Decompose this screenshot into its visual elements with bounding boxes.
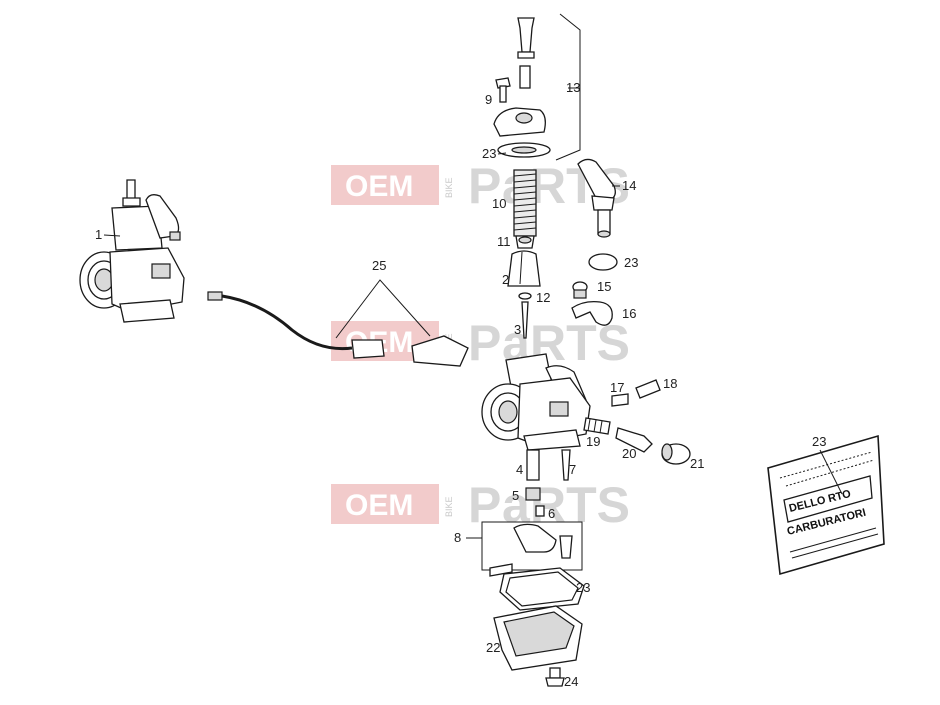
watermark-p: P bbox=[468, 158, 501, 214]
callout-2: 2 bbox=[502, 272, 509, 287]
part-screw-18[interactable] bbox=[635, 379, 661, 399]
watermark-bike: BIKE bbox=[444, 177, 454, 198]
callout-1: 1 bbox=[95, 227, 102, 242]
callout-23-top: 23 bbox=[482, 146, 496, 161]
callout-18: 18 bbox=[663, 376, 677, 391]
watermark-block bbox=[331, 484, 439, 524]
watermark-bike: BIKE bbox=[444, 496, 454, 517]
callout-19: 19 bbox=[586, 434, 600, 449]
watermark-p: P bbox=[468, 477, 501, 533]
part-jet-needle[interactable] bbox=[521, 301, 529, 339]
part-drain-screw[interactable] bbox=[545, 667, 565, 687]
part-heater-cable[interactable] bbox=[207, 291, 469, 367]
callout-23-packet: 23 bbox=[812, 434, 826, 449]
part-throttle-slide[interactable] bbox=[507, 250, 541, 287]
callout-21: 21 bbox=[690, 456, 704, 471]
callout-25: 25 bbox=[372, 258, 386, 273]
callout-23-bottom: 23 bbox=[576, 580, 590, 595]
callout-16: 16 bbox=[622, 306, 636, 321]
part-main-jet-5[interactable] bbox=[525, 487, 541, 501]
part-throttle-spring[interactable] bbox=[513, 169, 537, 237]
callout-22: 22 bbox=[486, 640, 500, 655]
callout-8: 8 bbox=[454, 530, 461, 545]
part-float-bowl[interactable] bbox=[493, 605, 583, 671]
callout-20: 20 bbox=[622, 446, 636, 461]
part-throttle-top-group[interactable] bbox=[493, 17, 551, 158]
callout-10: 10 bbox=[492, 196, 506, 211]
part-bowl-gasket[interactable] bbox=[499, 567, 585, 611]
part-idle-screw-20[interactable] bbox=[615, 427, 653, 453]
watermark-oem: OEM bbox=[345, 489, 413, 522]
callout-24: 24 bbox=[564, 674, 578, 689]
part-choke-lever[interactable] bbox=[577, 158, 616, 238]
part-float-group[interactable] bbox=[481, 521, 583, 577]
callout-15: 15 bbox=[597, 279, 611, 294]
callout-14: 14 bbox=[622, 178, 636, 193]
callout-12: 12 bbox=[536, 290, 550, 305]
callout-7: 7 bbox=[569, 462, 576, 477]
part-needle-clip[interactable] bbox=[515, 235, 535, 249]
watermark-rts: RTS bbox=[530, 477, 630, 533]
part-spring-19[interactable] bbox=[583, 417, 611, 435]
watermark-a: a bbox=[502, 477, 531, 533]
part-carburetor-body[interactable] bbox=[481, 353, 591, 451]
part-spring-17[interactable] bbox=[611, 393, 629, 407]
callout-9: 9 bbox=[485, 92, 492, 107]
part-jet-6[interactable] bbox=[535, 505, 545, 517]
callout-3: 3 bbox=[514, 322, 521, 337]
part-knob-21[interactable] bbox=[661, 443, 691, 465]
callout-23-right: 23 bbox=[624, 255, 638, 270]
watermark-p: P bbox=[468, 315, 501, 371]
part-emulsion-tube-4[interactable] bbox=[526, 449, 540, 481]
callout-17: 17 bbox=[610, 380, 624, 395]
callout-4: 4 bbox=[516, 462, 523, 477]
watermark-bottom: OEM BIKE P a RTS bbox=[331, 477, 630, 533]
callout-6: 6 bbox=[548, 506, 555, 521]
part-idle-jet-7[interactable] bbox=[561, 449, 571, 481]
part-screw-15[interactable] bbox=[572, 281, 588, 299]
part-bracket-16[interactable] bbox=[571, 300, 613, 326]
callout-13: 13 bbox=[566, 80, 580, 95]
part-o-ring[interactable] bbox=[588, 253, 618, 271]
callout-5: 5 bbox=[512, 488, 519, 503]
callout-11: 11 bbox=[497, 234, 511, 249]
watermark-oem: OEM bbox=[345, 170, 413, 203]
watermark-block bbox=[331, 165, 439, 205]
part-service-kit-packet[interactable]: DELLO RTO CARBURATORI bbox=[767, 434, 885, 576]
part-carburetor-assembly[interactable] bbox=[79, 179, 185, 323]
part-circlip[interactable] bbox=[518, 292, 532, 300]
